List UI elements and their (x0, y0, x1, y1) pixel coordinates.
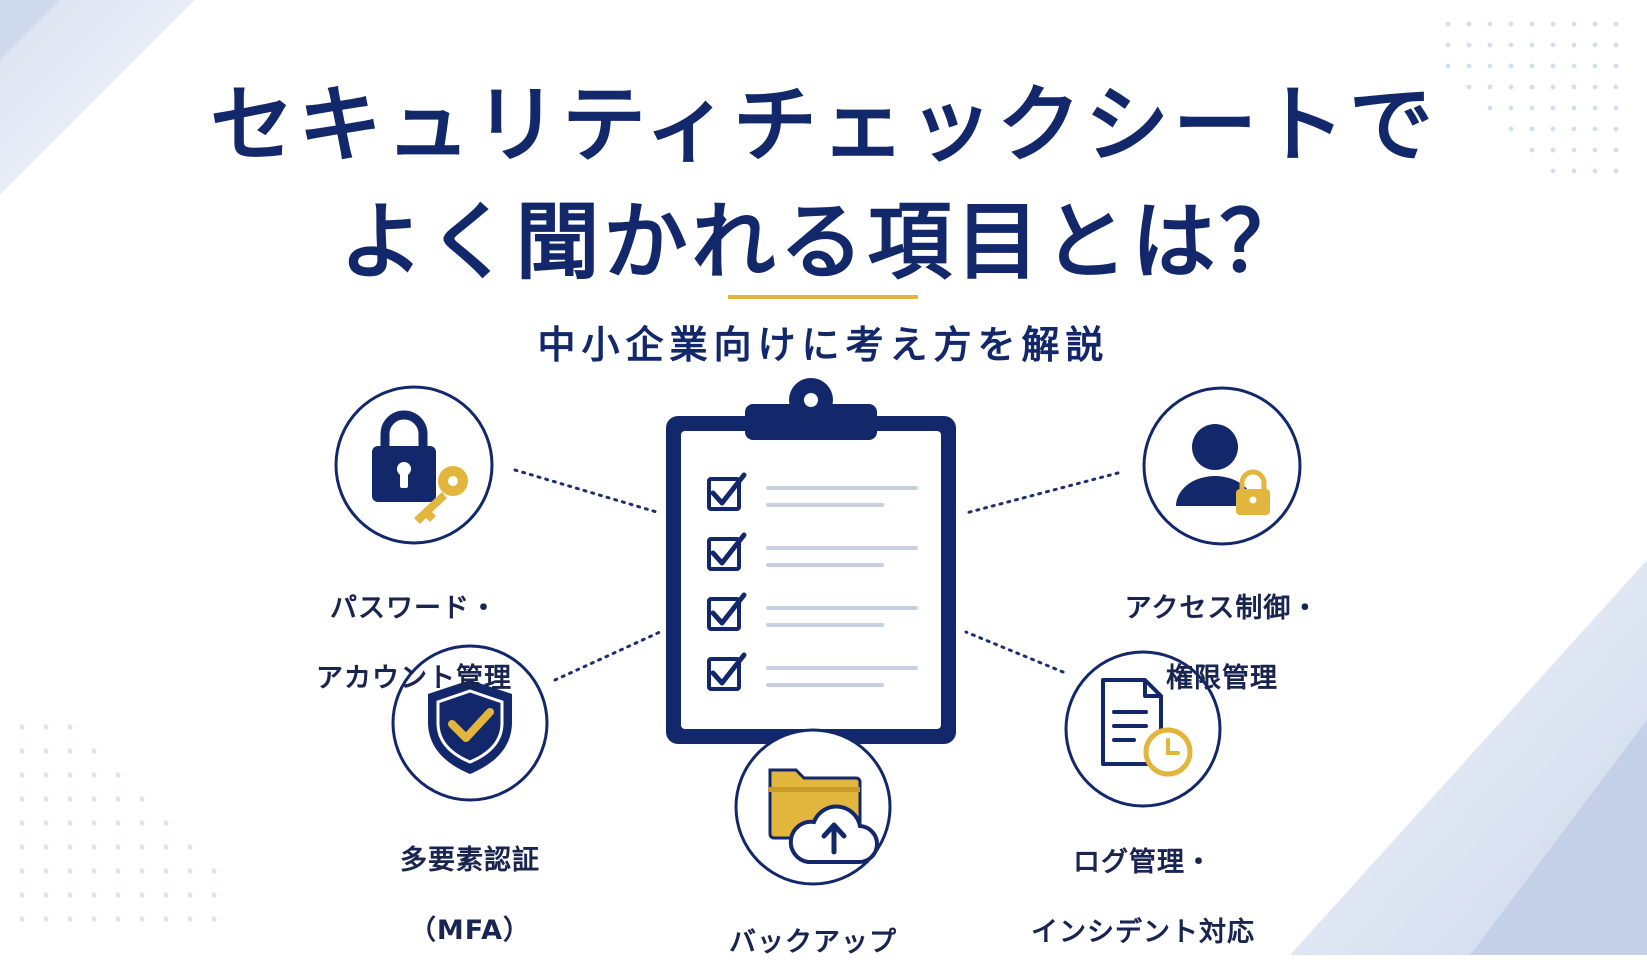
mfa-item-circle (391, 644, 549, 802)
page-title-line2: よく聞かれる項目とは？ (339, 193, 1308, 291)
document-clock-icon (1101, 678, 1193, 777)
lock-key-icon (372, 410, 468, 524)
folder-cloud-upload-icon (768, 768, 880, 865)
backup-label: バックアップ (693, 890, 933, 960)
access-item-circle (1142, 386, 1302, 546)
mfa-label-line2: （MFA） (408, 915, 532, 946)
connector-password (513, 468, 662, 515)
access-label-line1: アクセス制御・ (1124, 593, 1320, 624)
log-item-circle (1064, 650, 1222, 808)
password-label-line2: アカウント管理 (316, 663, 512, 694)
checklist-row (707, 652, 918, 691)
clipboard-checklist-icon (666, 378, 956, 744)
password-label-line1: パスワード・ (330, 593, 498, 624)
password-label: パスワード・ アカウント管理 (294, 556, 534, 696)
backup-item-circle (734, 728, 892, 886)
mfa-label-line1: 多要素認証 (400, 845, 540, 876)
checklist-row (707, 472, 918, 511)
page-title-line1: セキュリティチェックシートで (210, 76, 1437, 174)
log-label-line2: インシデント対応 (1031, 917, 1255, 948)
password-item-circle (334, 385, 494, 545)
checklist-row (707, 592, 918, 631)
access-label: アクセス制御・ 権限管理 (1102, 556, 1342, 696)
log-label-line1: ログ管理・ (1073, 847, 1213, 878)
checklist-row (707, 532, 918, 571)
page-subtitle: 中小企業向けに考え方を解説 (537, 323, 1110, 367)
title-divider (728, 295, 918, 299)
connector-log (964, 630, 1065, 674)
log-label: ログ管理・ インシデント対応 (1003, 810, 1283, 950)
connector-access (964, 471, 1120, 515)
access-label-line2: 権限管理 (1166, 663, 1278, 694)
connector-mfa (553, 630, 662, 682)
user-lock-icon (1176, 424, 1270, 515)
mfa-label: 多要素認証 （MFA） (350, 808, 590, 948)
shield-check-icon (428, 680, 512, 774)
backup-label-line1: バックアップ (729, 927, 897, 958)
